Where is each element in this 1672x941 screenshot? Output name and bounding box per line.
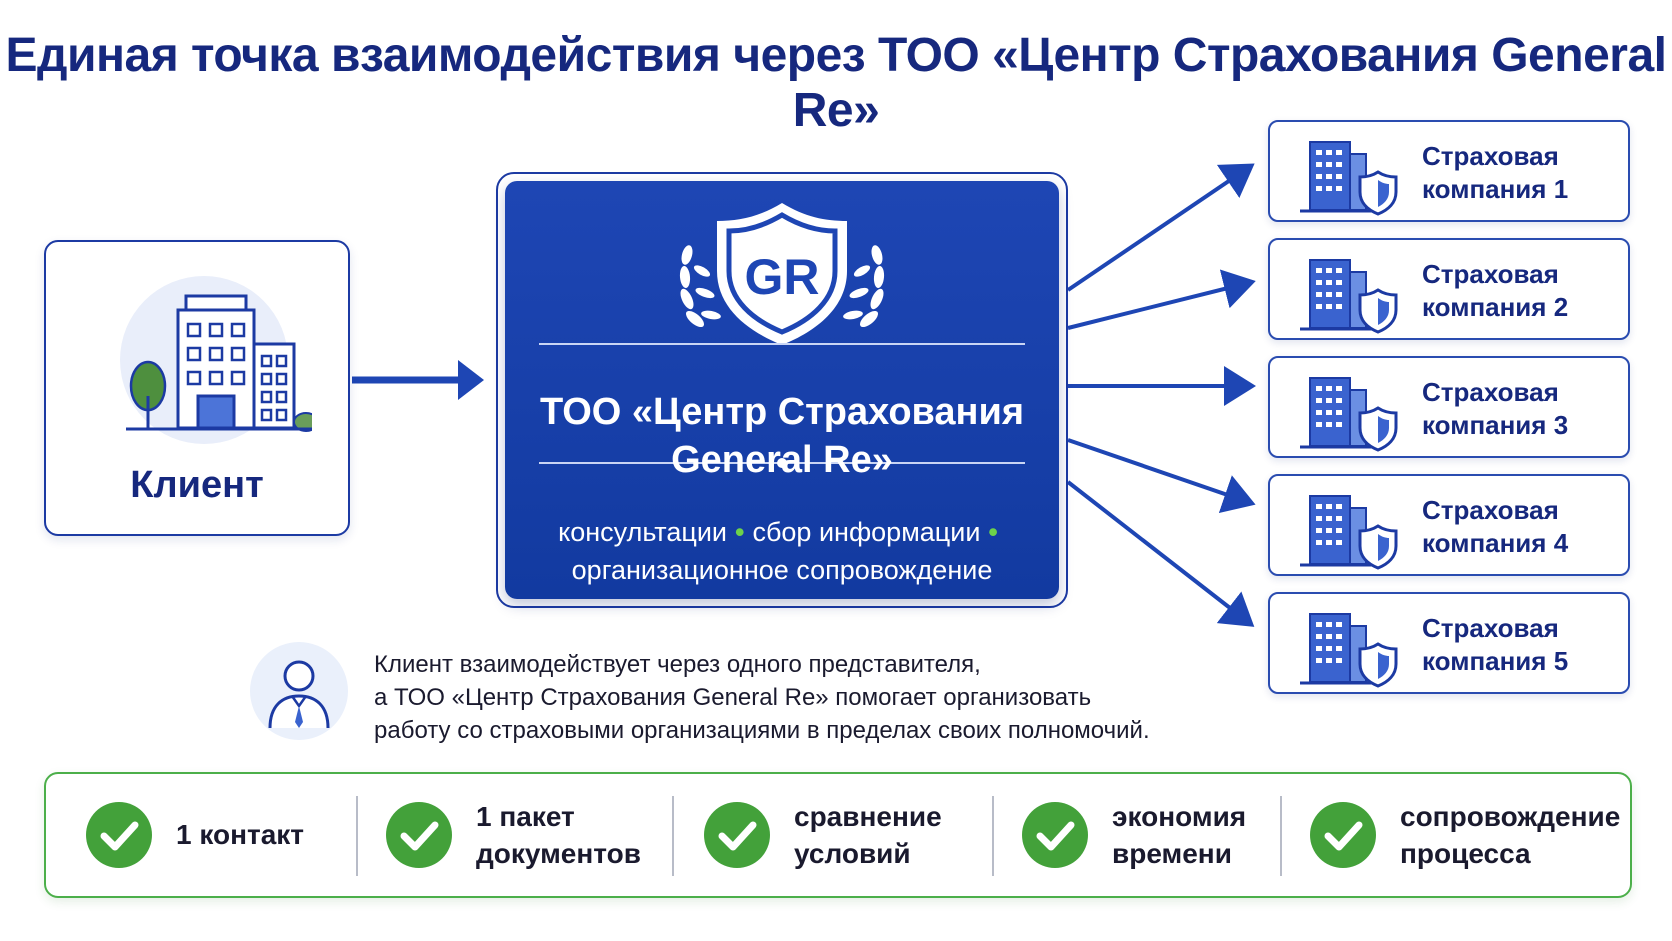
insurance-building-shield-icon <box>1300 495 1398 570</box>
center-name-line2: General Re» <box>671 439 893 481</box>
bullet-dot: • <box>735 517 745 547</box>
insurance-building-shield-icon <box>1300 613 1398 688</box>
check-icon <box>1022 801 1088 868</box>
client-label: Клиент <box>130 464 264 506</box>
center-divider-dot <box>777 458 787 468</box>
center-organization-card: GR <box>505 181 1059 599</box>
gr-shield-logo-icon: GR <box>679 203 885 345</box>
page-title: Единая точка взаимодействия через ТОО «Ц… <box>5 29 1667 137</box>
center-name-line1: ТОО «Центр Страхования <box>539 391 1025 433</box>
benefit-label: 1 контакт <box>176 819 305 850</box>
client-card: Клиент <box>44 240 350 536</box>
client-to-center-arrow <box>352 360 484 400</box>
benefit-divider <box>1280 796 1282 876</box>
insurance-building-shield-icon <box>1300 377 1398 452</box>
arrow-to-company-5 <box>1066 480 1255 627</box>
arrow-to-company-4 <box>1067 438 1256 514</box>
service-consulting: консультации <box>558 517 727 547</box>
check-icon <box>86 801 152 868</box>
center-divider-top <box>539 343 1025 345</box>
center-services: консультации •сбор информации• организаци… <box>505 513 1059 589</box>
check-icon <box>704 801 770 868</box>
benefit-divider <box>356 796 358 876</box>
benefit-one-contact: 1 контакт <box>86 774 304 895</box>
logo-text: GR <box>745 249 820 305</box>
insurance-building-shield-icon <box>1300 259 1398 334</box>
check-icon <box>1310 801 1376 868</box>
arrow-to-company-2 <box>1067 269 1256 330</box>
service-support: организационное сопровождение <box>571 555 993 585</box>
benefit-divider <box>672 796 674 876</box>
check-icon <box>386 801 452 868</box>
bullet-dot: • <box>988 517 998 547</box>
service-info-collection: сбор информации <box>752 517 981 547</box>
note-text: Клиент взаимодействует через одного пред… <box>374 651 1150 744</box>
benefit-divider <box>992 796 994 876</box>
client-building-icon <box>120 276 312 444</box>
insurance-building-shield-icon <box>1300 141 1398 216</box>
arrow-to-company-1 <box>1066 163 1255 292</box>
center-organization-name: ТОО «Центр Страхования General Re» <box>505 388 1059 484</box>
representative-avatar-icon <box>250 642 348 740</box>
